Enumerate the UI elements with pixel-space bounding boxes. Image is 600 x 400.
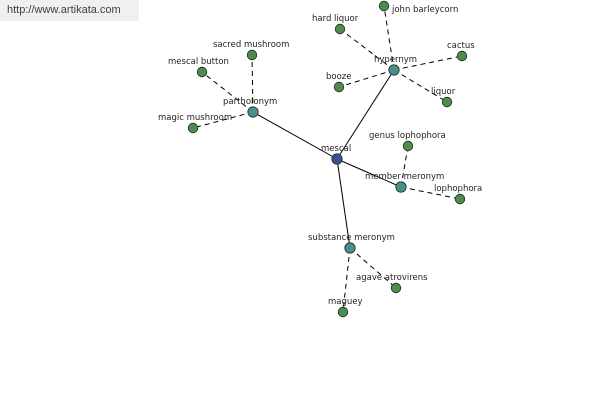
node-circle-member-meronym[interactable] [395, 181, 407, 193]
node-circle-hypernym[interactable] [388, 64, 400, 76]
node-circle-cactus[interactable] [456, 50, 468, 62]
node-circle-liquor[interactable] [441, 96, 453, 108]
node-circle-partholonym[interactable] [247, 106, 259, 118]
edge-member-meronym-to-genus-lophophora [400, 145, 409, 188]
node-genus-lophophora[interactable]: genus lophophora [369, 131, 446, 152]
node-agave-atrovirens[interactable]: agave atrovirens [356, 273, 428, 294]
node-label-substance-meronym[interactable]: substance meronym [308, 233, 395, 243]
edge-mescal-to-substance-meronym [336, 158, 351, 249]
nodes-layer: mescal hypernym partholonym member meronym s… [158, 0, 482, 318]
node-label-mescal-button[interactable]: mescal button [168, 57, 229, 67]
node-circle-booze[interactable] [333, 81, 345, 93]
node-hypernym[interactable]: hypernym [374, 55, 417, 76]
node-sacred-mushroom[interactable]: sacred mushroom [213, 40, 289, 61]
edge-hypernym-to-hard-liquor [339, 28, 395, 71]
edge-member-meronym-to-lophophora [400, 186, 461, 200]
node-circle-mescal-button[interactable] [196, 66, 208, 78]
node-label-agave-atrovirens[interactable]: agave atrovirens [356, 273, 428, 283]
node-label-mescal[interactable]: mescal [321, 144, 351, 154]
edge-partholonym-to-magic-mushroom [192, 111, 254, 129]
node-circle-agave-atrovirens[interactable] [390, 282, 402, 294]
edge-substance-meronym-to-maguey [342, 247, 351, 313]
node-circle-mescal[interactable] [331, 153, 343, 165]
edge-mescal-to-member-meronym [336, 158, 402, 188]
node-member-meronym[interactable]: member meronym [365, 172, 444, 193]
node-mescal-button[interactable]: mescal button [168, 57, 229, 78]
node-liquor[interactable]: liquor [431, 87, 456, 108]
node-label-member-meronym[interactable]: member meronym [365, 172, 444, 182]
node-cactus[interactable]: cactus [447, 41, 475, 62]
edge-hypernym-to-cactus [393, 55, 463, 71]
node-label-sacred-mushroom[interactable]: sacred mushroom [213, 40, 289, 50]
node-label-cactus[interactable]: cactus [447, 41, 475, 51]
node-circle-lophophora[interactable] [454, 193, 466, 205]
node-circle-john-barleycorn[interactable] [378, 0, 390, 12]
node-magic-mushroom[interactable]: magic mushroom [158, 113, 232, 134]
node-circle-genus-lophophora[interactable] [402, 140, 414, 152]
node-circle-hard-liquor[interactable] [334, 23, 346, 35]
site-url-banner[interactable]: http://www.artikata.com [0, 0, 139, 21]
node-label-partholonym[interactable]: partholonym [223, 97, 277, 107]
node-label-hard-liquor[interactable]: hard liquor [312, 14, 359, 24]
node-substance-meronym[interactable]: substance meronym [308, 233, 395, 254]
node-label-magic-mushroom[interactable]: magic mushroom [158, 113, 232, 123]
node-mescal[interactable]: mescal [321, 144, 351, 165]
edge-hypernym-to-booze [338, 69, 395, 88]
node-label-hypernym[interactable]: hypernym [374, 55, 417, 65]
node-label-genus-lophophora[interactable]: genus lophophora [369, 131, 446, 141]
edge-hypernym-to-liquor [393, 69, 448, 103]
node-circle-magic-mushroom[interactable] [187, 122, 199, 134]
node-circle-maguey[interactable] [337, 306, 349, 318]
node-booze[interactable]: booze [326, 72, 352, 93]
node-partholonym[interactable]: partholonym [223, 97, 277, 118]
node-label-liquor[interactable]: liquor [431, 87, 456, 97]
node-maguey[interactable]: maguey [328, 297, 363, 318]
node-john-barleycorn[interactable]: john barleycorn [378, 0, 458, 15]
edge-hypernym-to-john-barleycorn [383, 5, 395, 71]
edges-layer [192, 5, 463, 313]
edge-mescal-to-partholonym [252, 111, 338, 160]
node-lophophora[interactable]: lophophora [434, 184, 482, 205]
node-circle-sacred-mushroom[interactable] [246, 49, 258, 61]
node-hard-liquor[interactable]: hard liquor [312, 14, 359, 35]
edge-partholonym-to-mescal-button [201, 71, 254, 113]
node-label-booze[interactable]: booze [326, 72, 352, 82]
node-label-maguey[interactable]: maguey [328, 297, 363, 307]
edge-substance-meronym-to-agave-atrovirens [349, 247, 397, 289]
node-label-john-barleycorn[interactable]: john barleycorn [391, 5, 458, 15]
edge-partholonym-to-sacred-mushroom [251, 54, 254, 113]
edge-mescal-to-hypernym [336, 69, 395, 160]
node-label-lophophora[interactable]: lophophora [434, 184, 482, 194]
node-circle-substance-meronym[interactable] [344, 242, 356, 254]
